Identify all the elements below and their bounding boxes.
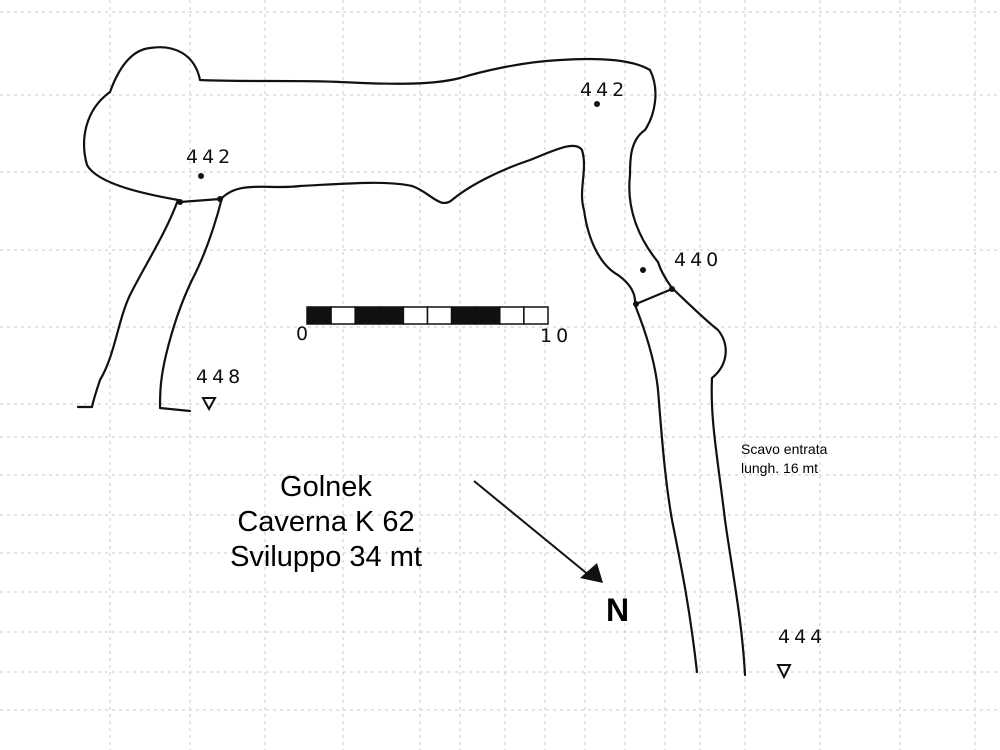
map-title-block: Golnek Caverna K 62 Sviluppo 34 mt <box>196 470 456 575</box>
cave-right-passage-outer <box>670 286 747 677</box>
scale-end-label: 10 <box>540 325 572 347</box>
north-label: N <box>606 592 630 628</box>
station-dot <box>217 196 223 202</box>
elevation-dot <box>198 173 204 179</box>
elevation-label: 444 <box>778 626 826 648</box>
cave-outline <box>76 46 747 677</box>
station-dot <box>633 301 639 307</box>
triangle-marker-icon <box>776 664 792 680</box>
station-points <box>177 101 675 307</box>
triangle-marker-icon <box>201 397 217 412</box>
scale-bar-segment <box>402 306 429 325</box>
scale-bar-segment <box>474 306 501 325</box>
north-arrow-icon <box>473 480 603 583</box>
scale-bar <box>306 306 549 325</box>
station-dot <box>177 199 183 205</box>
scale-bar-segment <box>499 306 525 325</box>
elevation-dot <box>594 101 600 107</box>
note-line: lungh. 16 mt <box>741 460 819 476</box>
elevation-label: 442 <box>186 146 234 168</box>
note-line: Scavo entrata <box>741 441 828 457</box>
cave-id: Caverna K 62 <box>237 506 415 538</box>
elevation-dot <box>640 267 646 273</box>
cave-name: Golnek <box>280 471 372 503</box>
scale-start-label: 0 <box>296 323 312 345</box>
cave-right-passage-inner <box>633 303 699 674</box>
scale-bar-segment <box>330 306 356 325</box>
scale-bar-segment <box>426 306 453 325</box>
cave-left-passage-inner <box>158 196 224 413</box>
cave-left-passage-outer <box>76 198 180 409</box>
cross-section-right <box>634 287 674 306</box>
scale-bar-segment <box>523 306 549 325</box>
elevation-label: 442 <box>580 79 628 101</box>
cave-upper-chamber <box>83 46 674 290</box>
cross-section-left <box>178 197 222 204</box>
elevation-label: 440 <box>674 249 722 271</box>
elevation-label: 448 <box>196 366 244 388</box>
cave-development: Sviluppo 34 mt <box>230 541 422 573</box>
scale-bar-segment <box>306 306 332 325</box>
scale-bar-segment <box>354 306 381 325</box>
scale-bar-segment <box>450 306 477 325</box>
entrance-note: Scavo entrata lungh. 16 mt <box>741 440 827 478</box>
scale-bar-segment <box>378 306 405 325</box>
cave-upper-chamber-inner <box>220 144 637 307</box>
station-dot <box>669 286 675 292</box>
